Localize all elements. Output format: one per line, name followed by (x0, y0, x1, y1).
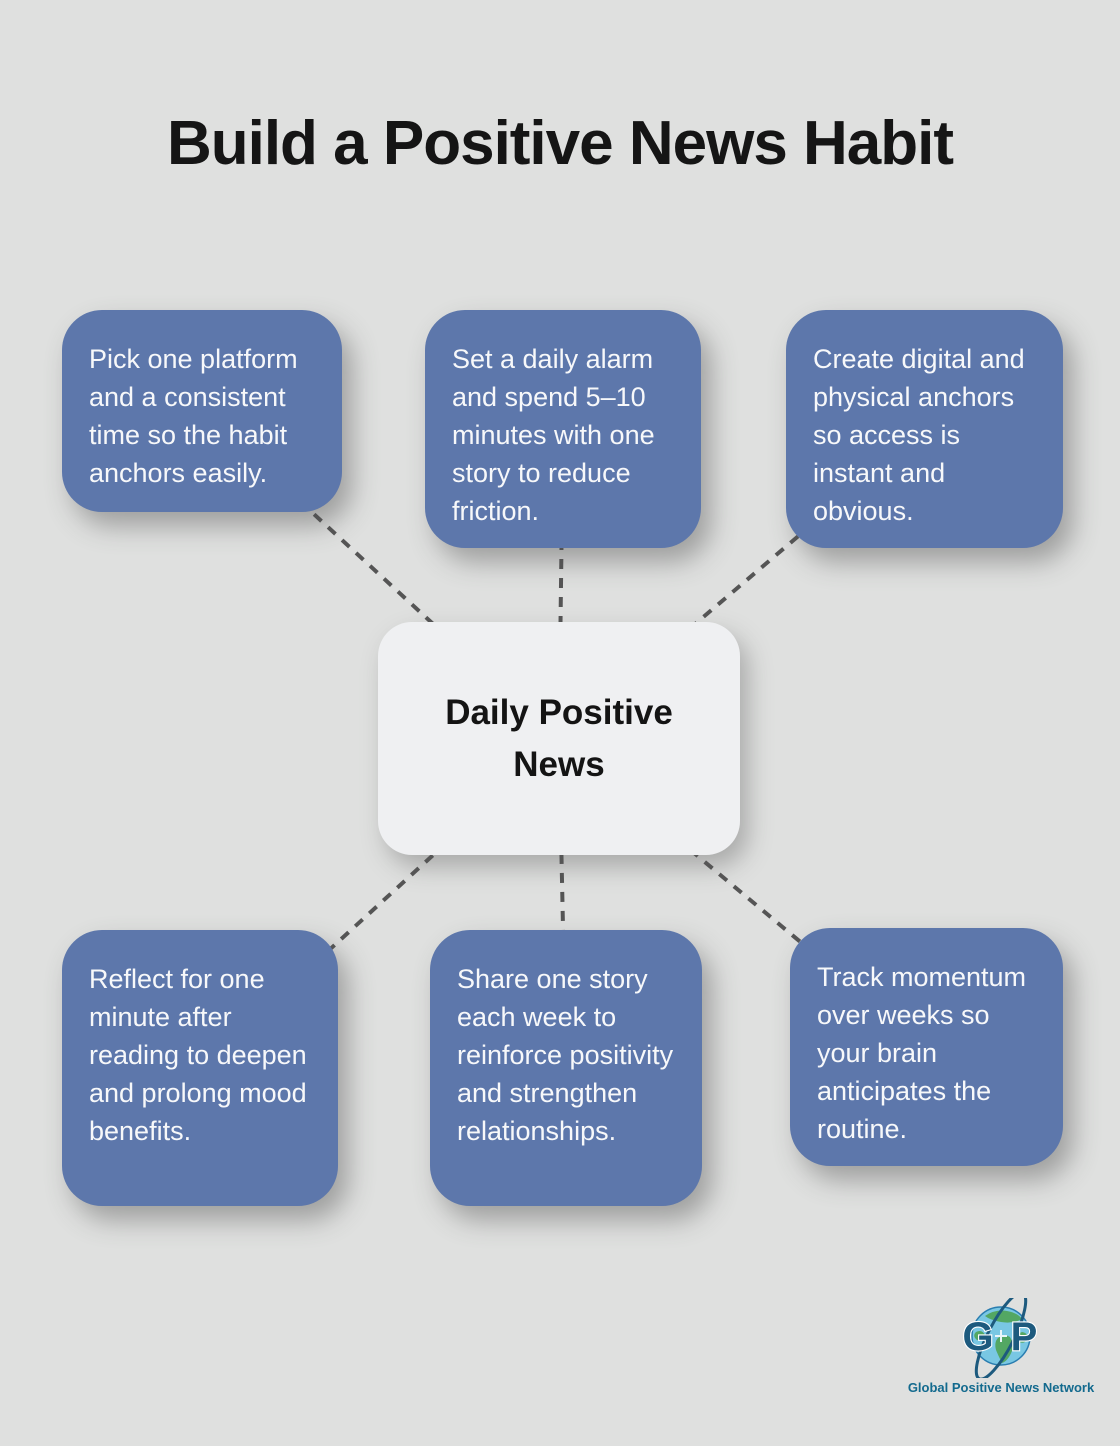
logo-caption: Global Positive News Network (907, 1380, 1095, 1395)
node-daily-alarm-text: Set a daily alarm and spend 5–10 minutes… (452, 344, 655, 526)
node-reflect-minute-text: Reflect for one minute after reading to … (89, 964, 307, 1146)
node-create-anchors-text: Create digital and physical anchors so a… (813, 344, 1025, 526)
node-track-momentum-text: Track momentum over weeks so your brain … (817, 962, 1027, 1144)
center-hub-label: Daily Positive News (445, 692, 673, 784)
globe-icon: G P (961, 1298, 1038, 1378)
node-share-story-text: Share one story each week to reinforce p… (457, 964, 674, 1146)
gpnn-logo: G P Global Positive News Network (908, 1298, 1094, 1395)
node-share-story: Share one story each week to reinforce p… (430, 930, 702, 1206)
node-pick-platform-text: Pick one platform and a consistent time … (89, 344, 298, 488)
node-reflect-minute: Reflect for one minute after reading to … (62, 930, 338, 1206)
node-pick-platform: Pick one platform and a consistent time … (62, 310, 342, 512)
node-daily-alarm: Set a daily alarm and spend 5–10 minutes… (425, 310, 701, 548)
page-title: Build a Positive News Habit (166, 109, 954, 178)
node-create-anchors: Create digital and physical anchors so a… (786, 310, 1063, 548)
logo-letter-g: G (962, 1315, 993, 1359)
logo-letter-p: P (1011, 1315, 1038, 1359)
center-hub: Daily Positive News (378, 622, 740, 855)
connector-top-middle (557, 428, 565, 741)
node-track-momentum: Track momentum over weeks so your brain … (790, 928, 1063, 1166)
